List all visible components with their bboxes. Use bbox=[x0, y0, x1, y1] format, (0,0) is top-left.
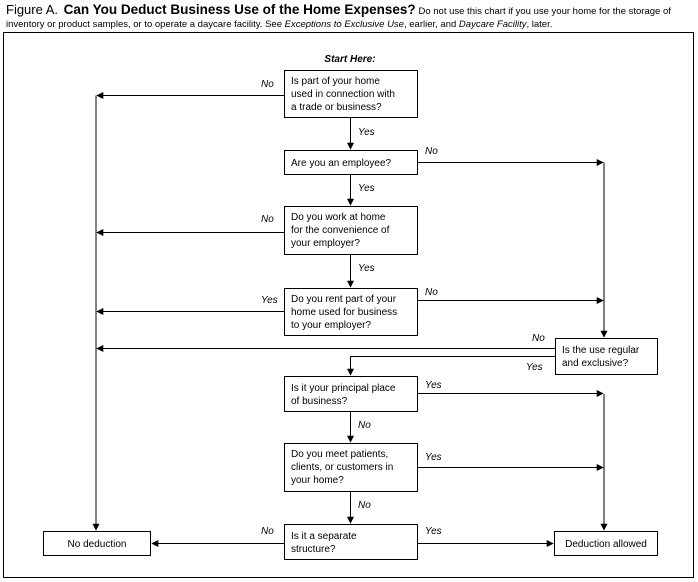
q6-line-2: of business? bbox=[291, 396, 348, 407]
q4-line-2: home used for business bbox=[291, 307, 397, 318]
figure-label: Figure A. bbox=[6, 2, 59, 17]
question-box-rent-to-employer: Do you rent part of your home used for b… bbox=[284, 288, 418, 336]
q3-yes-label: Yes bbox=[358, 263, 375, 274]
figure-title: Can You Deduct Business Use of the Home … bbox=[63, 2, 416, 17]
q2-line-1: Are you an employee? bbox=[291, 158, 392, 169]
q7-no-label: No bbox=[358, 500, 371, 511]
note-ref-exclusive-use: Exceptions to Exclusive Use bbox=[284, 19, 404, 30]
outcome-box-deduction-allowed: Deduction allowed bbox=[554, 531, 658, 556]
q7-line-1: Do you meet patients, bbox=[291, 449, 388, 460]
q5-line-1: Is the use regular bbox=[562, 345, 640, 356]
q1-line-1: Is part of your home bbox=[291, 76, 380, 87]
chart-frame bbox=[3, 32, 694, 578]
outcome-box-no-deduction: No deduction bbox=[43, 531, 151, 556]
question-box-employee: Are you an employee? bbox=[284, 150, 418, 175]
q7-line-3: your home? bbox=[291, 475, 344, 486]
question-box-regular-and-exclusive: Is the use regular and exclusive? bbox=[555, 338, 658, 375]
q1-yes-label: Yes bbox=[358, 127, 375, 138]
q5-line-2: and exclusive? bbox=[562, 358, 629, 369]
q4-no-label: No bbox=[425, 287, 438, 298]
q6-no-label: No bbox=[358, 420, 371, 431]
q1-line-2: used in connection with bbox=[291, 89, 395, 100]
note-text-1: Do not use this chart if you use your ho… bbox=[6, 6, 671, 30]
q3-no-label: No bbox=[261, 214, 274, 225]
note-text-3: , later. bbox=[526, 19, 553, 30]
start-here-label: Start Here: bbox=[324, 54, 375, 65]
q3-line-1: Do you work at home bbox=[291, 212, 386, 223]
question-box-trade-or-business: Is part of your home used in connection … bbox=[284, 70, 418, 118]
q4-line-1: Do you rent part of your bbox=[291, 294, 397, 305]
q6-line-1: Is it your principal place bbox=[291, 383, 396, 394]
question-box-meet-patients: Do you meet patients, clients, or custom… bbox=[284, 443, 418, 492]
q5-yes-arrow bbox=[347, 356, 555, 376]
figure-header: Figure A. Can You Deduct Business Use of… bbox=[6, 3, 694, 31]
q3-line-2: for the convenience of bbox=[291, 225, 390, 236]
question-box-separate-structure: Is it a separate structure? bbox=[284, 524, 418, 560]
q2-yes-label: Yes bbox=[358, 183, 375, 194]
q3-line-3: your employer? bbox=[291, 238, 360, 249]
q8-yes-label: Yes bbox=[425, 526, 442, 537]
question-box-principal-place: Is it your principal place of business? bbox=[284, 376, 418, 412]
q2-no-label: No bbox=[425, 146, 438, 157]
q1-line-3: a trade or business? bbox=[291, 102, 382, 113]
deduction-allowed-label: Deduction allowed bbox=[565, 539, 647, 550]
q8-line-1: Is it a separate bbox=[291, 531, 357, 542]
note-text-2: , earlier, and bbox=[403, 19, 457, 30]
q6-yes-label: Yes bbox=[425, 380, 442, 391]
q4-line-3: to your employer? bbox=[291, 320, 371, 331]
question-box-convenience-of-employer: Do you work at home for the convenience … bbox=[284, 206, 418, 255]
q7-yes-label: Yes bbox=[425, 452, 442, 463]
note-ref-daycare: Daycare Facility bbox=[458, 19, 527, 30]
q1-no-label: No bbox=[261, 79, 274, 90]
q5-yes-label: Yes bbox=[526, 362, 543, 373]
q8-no-label: No bbox=[261, 526, 274, 537]
no-deduction-label: No deduction bbox=[68, 539, 127, 550]
figure-note: Do not use this chart if you use your ho… bbox=[6, 6, 671, 30]
q8-line-2: structure? bbox=[291, 544, 336, 555]
q4-yes-label: Yes bbox=[261, 295, 278, 306]
q5-no-label: No bbox=[532, 333, 545, 344]
q7-line-2: clients, or customers in bbox=[291, 462, 393, 473]
